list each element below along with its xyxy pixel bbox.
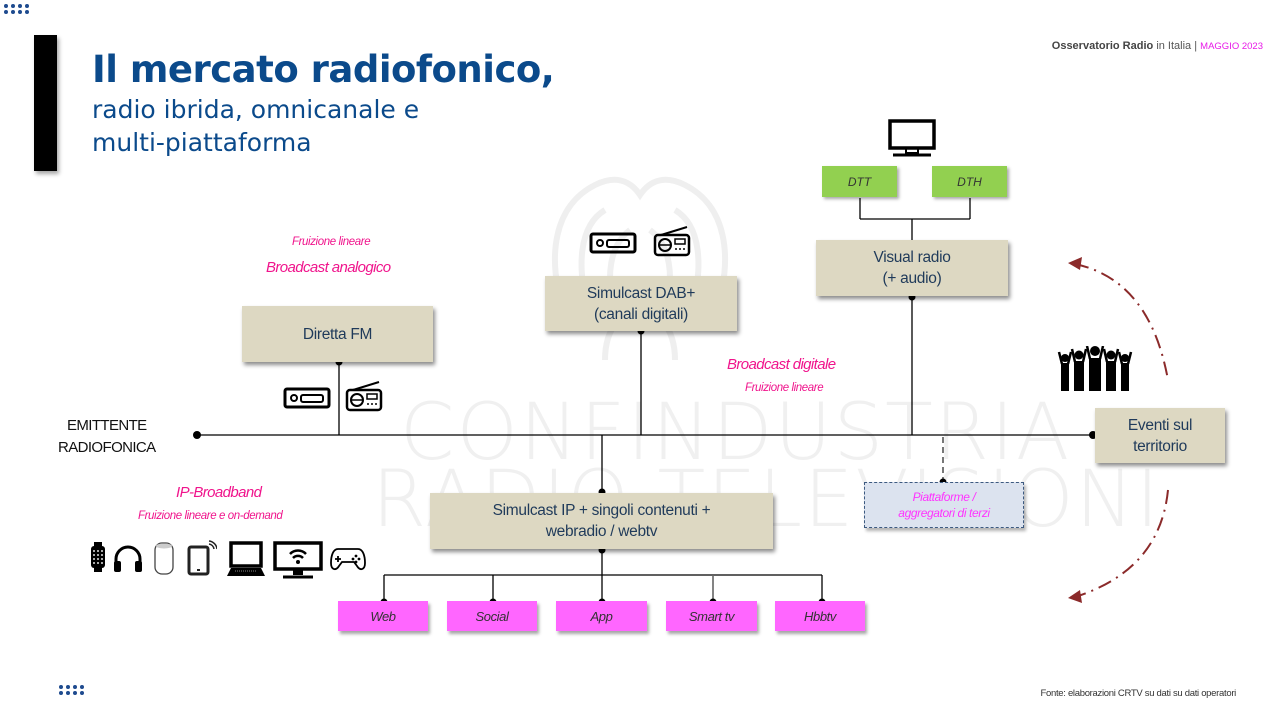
simulcast-ip-line2: webradio / webtv [545, 523, 658, 540]
headphones-icon [114, 545, 142, 572]
smart-tv-icon [273, 541, 323, 579]
tablet-icon [187, 540, 217, 576]
smart-speaker-icon [154, 542, 174, 575]
source-line2: RADIOFONICA [58, 439, 156, 456]
logo-dots-bottom [59, 685, 84, 695]
piattaforme-line1: Piattaforme / [912, 490, 976, 504]
output-smart-tv: Smart tv [666, 601, 757, 631]
dab-box: Simulcast DAB+ (canali digitali) [545, 276, 737, 331]
digital-title: Broadcast digitale [727, 356, 836, 373]
footer-source: Fonte: elaborazioni CRTV su dati su dati… [1040, 688, 1236, 699]
output-social: Social [447, 601, 537, 631]
simulcast-ip-line1: Simulcast IP + singoli contenuti + [492, 502, 711, 519]
source-line1: EMITTENTE [66, 417, 147, 434]
brand-separator: | [1194, 40, 1198, 52]
diretta-fm-box: Diretta FM [242, 306, 433, 362]
piattaforme-line2: aggregatori di terzi [898, 506, 990, 520]
simulcast-ip-box: Simulcast IP + singoli contenuti + webra… [430, 493, 773, 549]
analog-subtitle: Fruizione lineare [292, 236, 371, 248]
dab-box-line1: Simulcast DAB+ [586, 284, 696, 302]
channel-dtt: DTT [822, 166, 897, 197]
visual-radio-box: Visual radio (+ audio) [816, 240, 1008, 296]
output-app: App [556, 601, 647, 631]
laptop-icon [227, 541, 265, 576]
eventi-line2: territorio [1133, 437, 1187, 455]
header-brand: Osservatorio Radio in Italia | MAGGIO 20… [1052, 40, 1263, 52]
digital-subtitle: Fruizione lineare [745, 382, 824, 394]
smartwatch-icon [91, 542, 105, 572]
channel-dth: DTH [932, 166, 1007, 197]
page-title: Il mercato radiofonico, [92, 48, 555, 91]
eventi-line1: Eventi sul [1127, 416, 1193, 434]
brand-rest: in Italia [1156, 40, 1192, 52]
ip-subtitle: Fruizione lineare e on-demand [138, 510, 283, 522]
eventi-box: Eventi sul territorio [1095, 408, 1225, 463]
car-radio-icon [283, 387, 331, 409]
ip-title: IP-Broadband [176, 484, 262, 501]
source-label: EMITTENTE RADIOFONICA [58, 415, 156, 459]
dab-box-line2: (canali digitali) [594, 305, 688, 323]
page-subtitle: radio ibrida, omnicanale e multi-piattaf… [92, 93, 419, 159]
output-hbbtv: Hbbtv [775, 601, 865, 631]
gamepad-icon [330, 548, 366, 570]
crowd-icon [1057, 346, 1133, 391]
logo-dots-top [4, 4, 29, 14]
brand-bold: Osservatorio Radio [1051, 40, 1154, 52]
watermark-line1: CONFINDUSTRIA [400, 388, 1072, 478]
output-web: Web [338, 601, 428, 631]
piattaforme-box: Piattaforme / aggregatori di terzi [864, 482, 1024, 528]
visual-radio-line1: Visual radio [873, 249, 951, 266]
tv-icon [888, 119, 936, 157]
portable-radio-icon [345, 381, 383, 412]
portable-radio-icon [653, 226, 691, 257]
analog-title: Broadcast analogico [266, 259, 391, 276]
header-date: MAGGIO 2023 [1200, 41, 1263, 52]
subtitle-line2: multi-piattaforma [92, 128, 312, 157]
subtitle-line1: radio ibrida, omnicanale e [92, 95, 420, 124]
visual-radio-line2: (+ audio) [882, 270, 942, 287]
car-radio-icon [589, 232, 637, 254]
title-accent-bar [34, 35, 57, 171]
